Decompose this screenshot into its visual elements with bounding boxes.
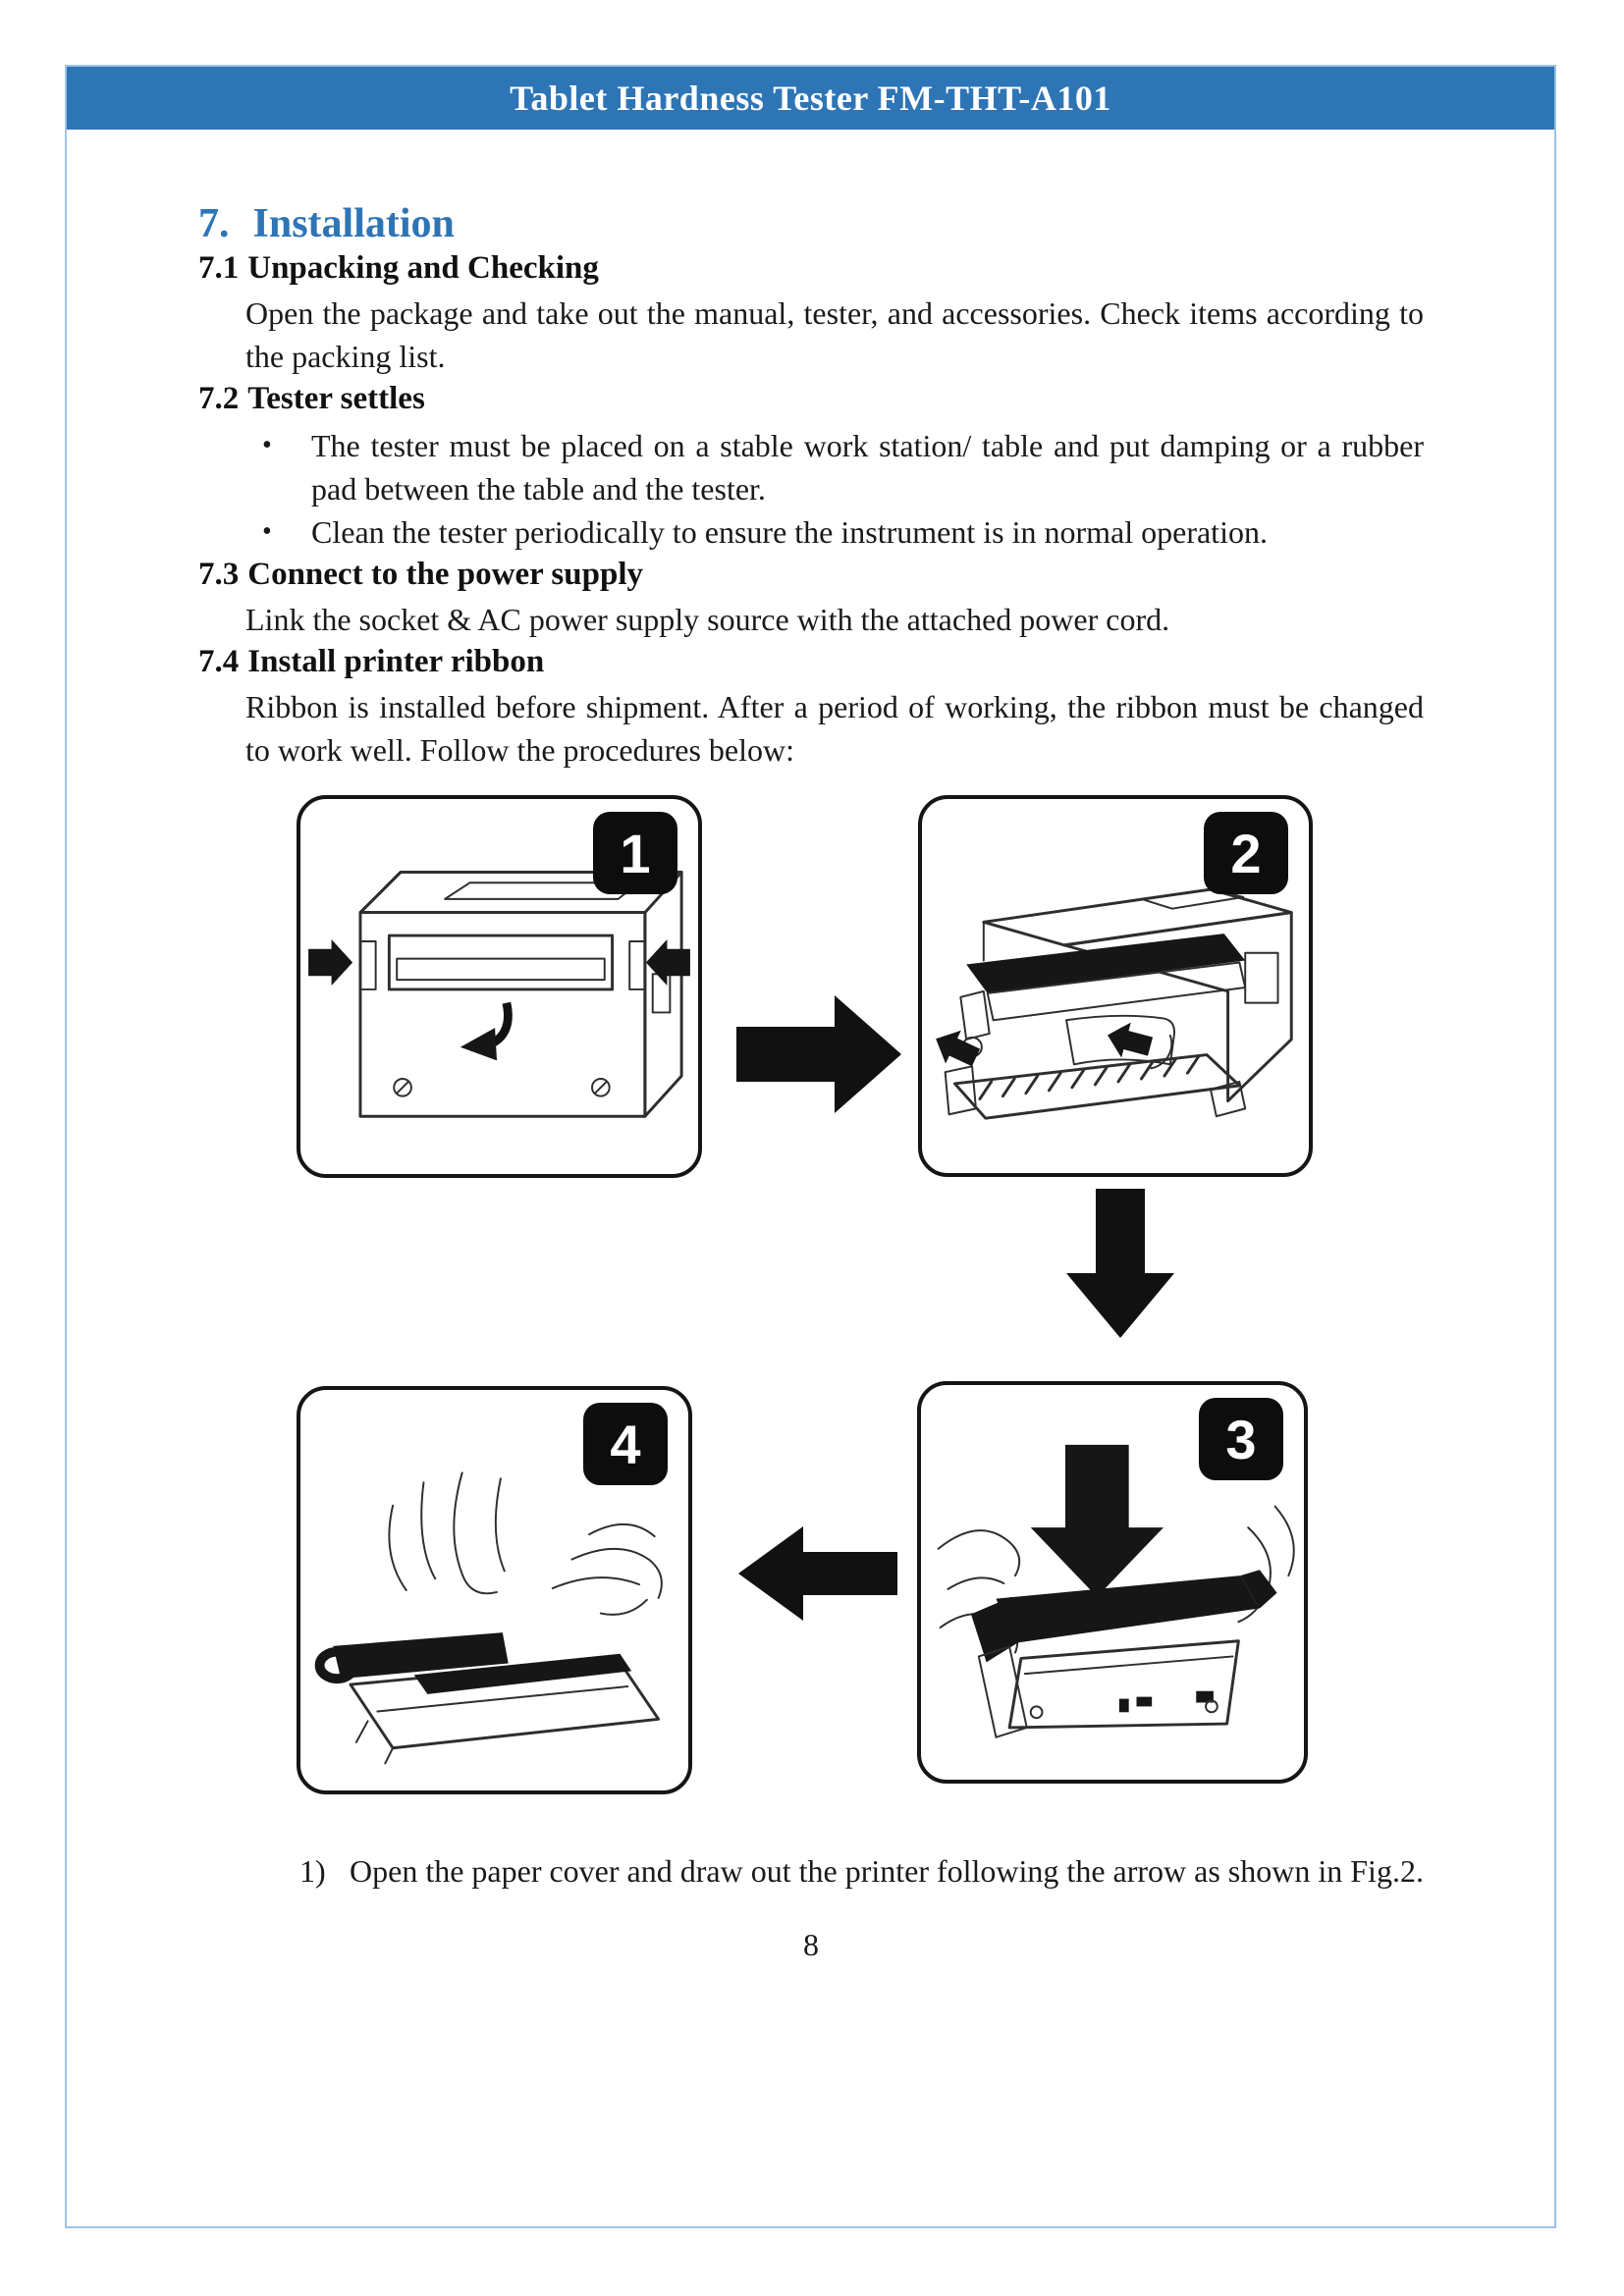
subsection-number: 7.3 xyxy=(198,557,240,593)
subsection-number: 7.4 xyxy=(198,644,240,680)
arrow-down-icon xyxy=(1066,1189,1174,1339)
paragraph-ribbon: Ribbon is installed before shipment. Aft… xyxy=(245,689,1424,769)
bullet-text: Clean the tester periodically to ensure … xyxy=(311,514,1268,551)
bullet-marker: • xyxy=(262,516,272,548)
step-number: 4 xyxy=(610,1413,641,1475)
list-marker: 1) xyxy=(299,1853,326,1890)
page-frame: Tablet Hardness Tester FM-THT-A101 7. Ins… xyxy=(65,65,1556,2228)
header-bar: Tablet Hardness Tester FM-THT-A101 xyxy=(67,67,1554,130)
section-heading: 7. Installation xyxy=(198,200,1424,247)
page-number: 8 xyxy=(803,1927,819,1963)
step-number: 1 xyxy=(620,822,651,884)
printer-front-illustration xyxy=(308,871,690,1118)
subsection-title: Connect to the power supply xyxy=(247,557,644,593)
arrow-right-icon xyxy=(736,995,901,1114)
list-item: 1) Open the paper cover and draw out the… xyxy=(198,1849,1424,1894)
printer-pulled-out-illustration xyxy=(936,887,1293,1120)
figure-panel-2: 2 xyxy=(918,795,1313,1178)
paragraph-power-supply: Link the socket & AC power supply source… xyxy=(245,602,1170,638)
subsection-title: Install printer ribbon xyxy=(247,644,545,680)
bullet-marker: • xyxy=(262,430,272,461)
arrow-left-icon xyxy=(738,1526,897,1622)
figure-panel-1: 1 xyxy=(297,795,702,1179)
subsection-number: 7.1 xyxy=(198,250,240,287)
step-number: 2 xyxy=(1230,822,1262,884)
subsection-title: Tester settles xyxy=(247,381,425,417)
page-title: Tablet Hardness Tester FM-THT-A101 xyxy=(510,79,1111,118)
bullet-text: The tester must be placed on a stable wo… xyxy=(311,428,1424,507)
list-text: Open the paper cover and draw out the pr… xyxy=(350,1853,1424,1890)
bullet-list: • The tester must be placed on a stable … xyxy=(198,424,1424,554)
subsection-number: 7.2 xyxy=(198,381,240,417)
step-badge-4: 4 xyxy=(583,1403,668,1486)
figure-panel-3: 3 xyxy=(917,1381,1308,1785)
ribbon-install-hands-illustration xyxy=(314,1471,663,1765)
ribbon-press-illustration xyxy=(937,1445,1295,1739)
bullet-item: • The tester must be placed on a stable … xyxy=(262,424,1424,510)
subsection-title: Unpacking and Checking xyxy=(247,250,599,287)
figure-panel-4: 4 xyxy=(297,1386,692,1795)
bullet-item: • Clean the tester periodically to ensur… xyxy=(262,510,1424,554)
section-title: Installation xyxy=(252,201,455,246)
step-badge-1: 1 xyxy=(593,812,677,895)
paragraph-unpacking: Open the package and take out the manual… xyxy=(245,295,1424,375)
step-number: 3 xyxy=(1225,1408,1257,1470)
procedure-figure: 1 xyxy=(198,795,1424,1798)
step-badge-3: 3 xyxy=(1199,1398,1283,1481)
step-badge-2: 2 xyxy=(1204,812,1288,895)
section-number: 7. xyxy=(198,201,230,246)
